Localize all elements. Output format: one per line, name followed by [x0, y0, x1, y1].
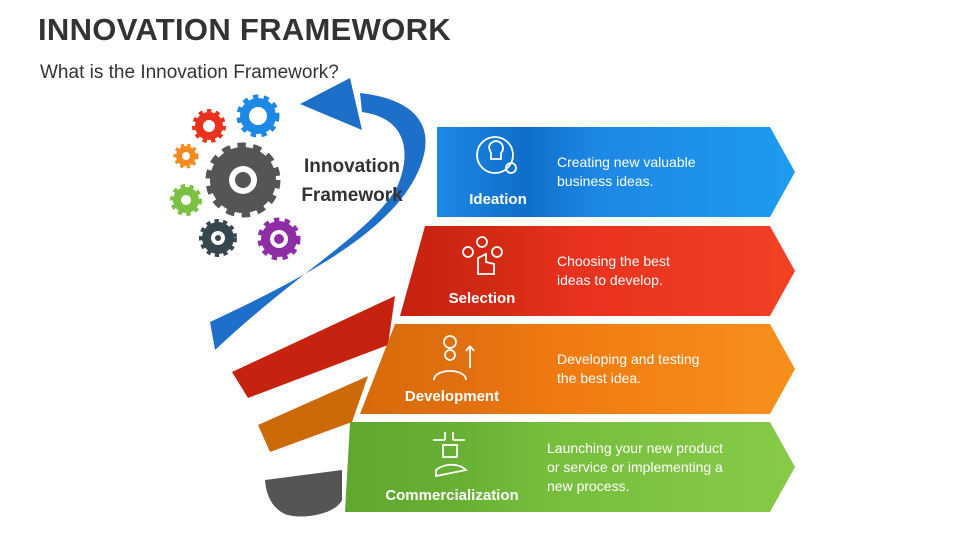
stage-description-ideation-line-1: Creating new valuable: [557, 154, 696, 170]
stage-label-development: Development: [405, 388, 499, 405]
stage-description-commercialization-line-3: new process.: [547, 478, 629, 494]
stage-banner-ideation: [437, 127, 795, 217]
stage-description-development-line-1: Developing and testing: [557, 351, 699, 367]
stage-description-commercialization-line-2: or service or implementing a: [547, 459, 723, 475]
gear-icon: [173, 143, 199, 169]
slide-title: INNOVATION FRAMEWORK: [38, 12, 451, 47]
stage-description-selection-line-1: Choosing the best: [557, 253, 670, 269]
gear-icon: [236, 94, 280, 138]
gear-icon: [199, 219, 237, 257]
arrow-head: [300, 78, 362, 130]
bulb-band-blue: [210, 93, 426, 350]
bulb-band-red: [232, 296, 395, 398]
hand-select-icon: [462, 236, 503, 275]
gear-cluster: [170, 94, 301, 261]
slide-subtitle: What is the Innovation Framework?: [40, 62, 339, 83]
stage-description-development-line-2: the best idea.: [557, 370, 641, 386]
gear-icon: [192, 109, 226, 143]
gear-icon: [257, 217, 301, 261]
stage-description-selection-line-2: ideas to develop.: [557, 272, 663, 288]
hand-circuit-icon: [433, 432, 468, 478]
stage-description-commercialization-line-1: Launching your new product: [547, 440, 723, 456]
stage-banner-selection: [400, 226, 795, 316]
bulb-band-orange: [258, 376, 368, 452]
lightbulb-gear-icon: [476, 136, 517, 174]
stage-label-commercialization: Commercialization: [385, 487, 518, 504]
gear-icon: [170, 184, 202, 216]
bulb-base: [265, 470, 342, 517]
gear-icon: [205, 142, 281, 218]
stage-label-selection: Selection: [449, 290, 516, 307]
developer-gear-icon: [433, 335, 475, 381]
center-label-line-1: Innovation: [304, 156, 400, 177]
center-label-line-2: Framework: [301, 185, 403, 206]
stage-label-ideation: Ideation: [469, 191, 527, 208]
stage-description-ideation-line-2: business ideas.: [557, 173, 654, 189]
